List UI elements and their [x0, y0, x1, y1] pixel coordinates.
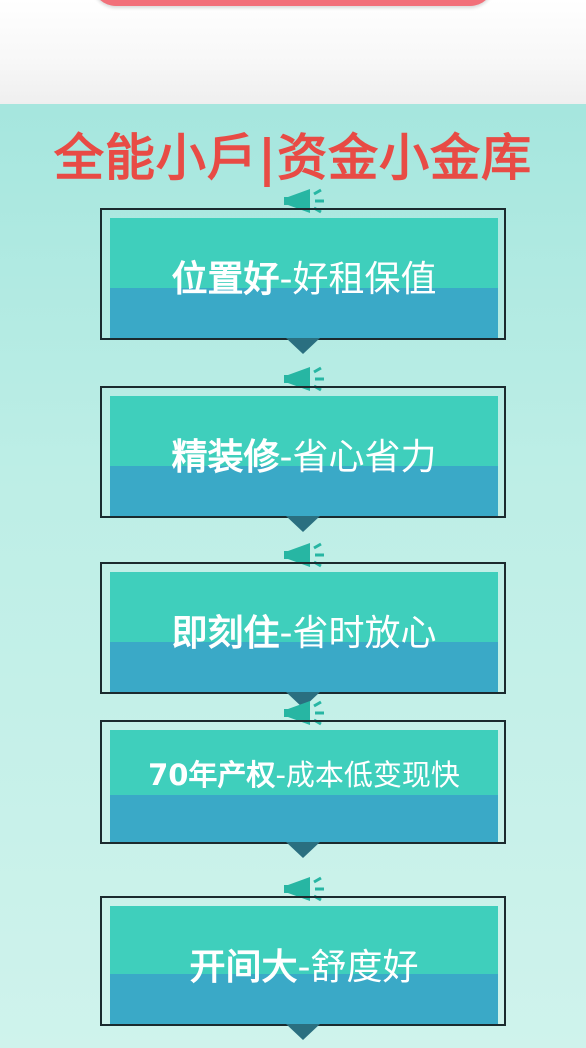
step-label-main: 即刻住 — [171, 613, 280, 654]
step-label-sub: -成本低变现快 — [275, 758, 460, 792]
step-card-5: 开间大-舒度好 — [100, 876, 510, 1040]
step-panel: 即刻住-省时放心 — [110, 572, 498, 692]
step-label: 位置好-好租保值 — [110, 250, 498, 302]
down-arrow-icon — [286, 1024, 320, 1040]
megaphone-icon — [284, 366, 324, 392]
megaphone-icon — [284, 876, 324, 902]
step-panel: 位置好-好租保值 — [110, 218, 498, 338]
down-arrow-icon — [286, 516, 320, 532]
top-banner-band — [0, 0, 586, 104]
step-label: 即刻住-省时放心 — [110, 604, 498, 656]
page-heading: 全能小戶|资金小金库 — [53, 129, 533, 187]
down-arrow-icon — [286, 338, 320, 354]
step-panel: 开间大-舒度好 — [110, 906, 498, 1024]
step-panel: 精装修-省心省力 — [110, 396, 498, 516]
step-label-sub: -舒度好 — [297, 947, 419, 988]
step-label-sub: -好租保值 — [279, 259, 437, 300]
step-card-2: 精装修-省心省力 — [100, 366, 510, 532]
down-arrow-icon — [286, 692, 320, 708]
step-card-3: 即刻住-省时放心 — [100, 542, 510, 708]
step-label-main: 位置好 — [171, 259, 280, 300]
step-card-1: 位置好-好租保值 — [100, 188, 510, 354]
step-label-main: 开间大 — [189, 947, 298, 988]
step-panel: 70年产权-成本低变现快 — [110, 730, 498, 842]
step-label: 精装修-省心省力 — [110, 428, 498, 480]
top-pill-decoration — [92, 0, 494, 6]
step-label-main: 精装修 — [171, 437, 280, 478]
step-card-4: 70年产权-成本低变现快 — [100, 700, 510, 858]
step-label-sub: -省时放心 — [279, 613, 437, 654]
down-arrow-icon — [286, 842, 320, 858]
step-label-sub: -省心省力 — [279, 437, 437, 478]
step-label-main: 70年产权 — [148, 758, 276, 792]
step-label: 开间大-舒度好 — [110, 938, 498, 990]
megaphone-icon — [284, 542, 324, 568]
step-label: 70年产权-成本低变现快 — [110, 752, 498, 794]
